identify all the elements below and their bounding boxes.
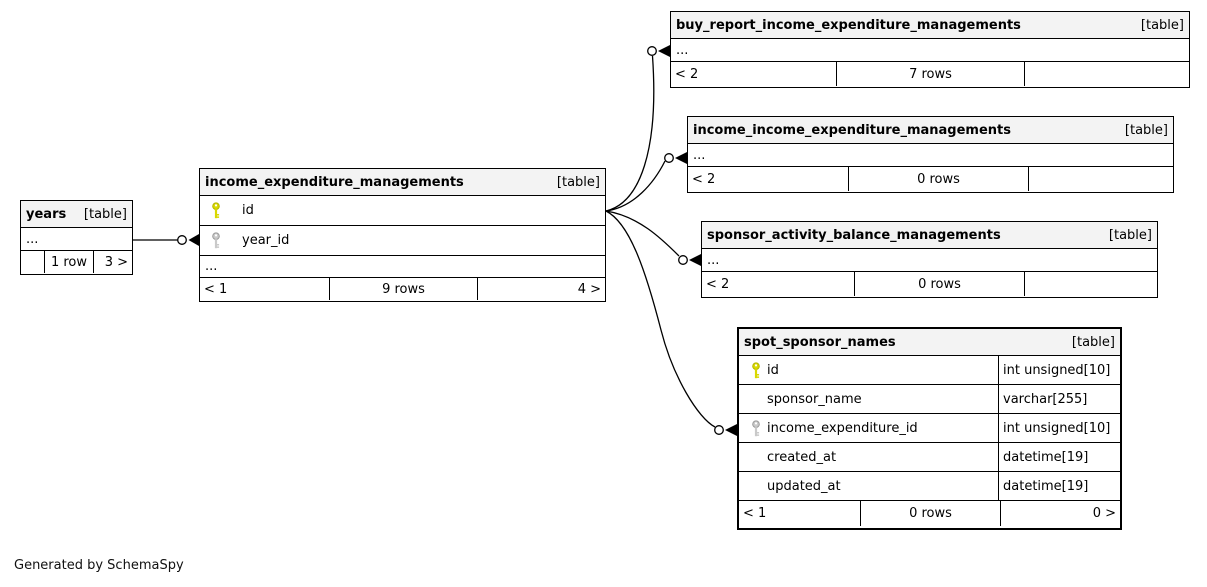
table-tag: [table] (1140, 17, 1184, 33)
footer-right-degree: 4 > (477, 278, 605, 300)
column-row: year_id (200, 226, 605, 256)
column-row: income_expenditure_id int unsigned[10] (739, 414, 1120, 443)
footer-row-count: 0 rows (854, 272, 1024, 296)
footer-row-count: 0 rows (848, 167, 1028, 191)
ellipsis-label: ... (707, 252, 720, 268)
column-type: datetime[19] (998, 472, 1120, 500)
table-income-expenditure-managements[interactable]: income_expenditure_managements [table] id y… (199, 168, 606, 302)
column-row: id (200, 196, 605, 226)
column-name: id (242, 203, 254, 218)
footer-left-degree: < 1 (743, 506, 767, 521)
footer-left-degree (21, 251, 44, 273)
empty-icon-slot (750, 449, 763, 466)
empty-icon-slot (750, 478, 763, 495)
ellipsis-label: ... (676, 42, 689, 58)
table-name[interactable]: income_income_expenditure_managements (693, 122, 1011, 138)
zero-circle-marker (678, 255, 688, 265)
table-header: sponsor_activity_balance_managements [tab… (702, 222, 1157, 249)
table-income-income-expenditure-managements[interactable]: income_income_expenditure_managements [ta… (687, 116, 1174, 193)
table-tag: [table] (556, 174, 600, 190)
crowfoot-arrow-marker (658, 45, 670, 57)
footer-right-degree (1028, 167, 1173, 191)
table-footer: < 2 0 rows (702, 272, 1157, 296)
column-name: sponsor_name (767, 391, 862, 407)
column-type: int unsigned[10] (998, 356, 1120, 384)
table-footer: < 2 0 rows (688, 167, 1173, 191)
table-tag: [table] (1071, 334, 1115, 350)
footer-right-degree: 3 > (93, 251, 132, 273)
table-name[interactable]: buy_report_income_expenditure_management… (676, 17, 1021, 33)
zero-circle-marker (177, 235, 187, 245)
footer-row-count: 1 row (44, 251, 93, 273)
zero-circle-marker (647, 46, 657, 56)
column-name: created_at (767, 449, 837, 465)
table-footer: < 2 7 rows (671, 62, 1189, 86)
footer-row-count: 7 rows (836, 62, 1024, 86)
table-sponsor-activity-balance-managements[interactable]: sponsor_activity_balance_managements [tab… (701, 221, 1158, 298)
table-name[interactable]: sponsor_activity_balance_managements (707, 227, 1001, 243)
column-row: updated_at datetime[19] (739, 472, 1120, 501)
ellipsis-label: ... (205, 259, 218, 274)
crowfoot-arrow-marker (675, 152, 687, 164)
table-tag: [table] (1124, 122, 1168, 138)
ellipsis-label: ... (693, 147, 706, 163)
footer-right-degree (1024, 62, 1189, 86)
table-header: spot_sponsor_names [table] (739, 329, 1120, 356)
table-buy-report-income-expenditure-managements[interactable]: buy_report_income_expenditure_management… (670, 11, 1190, 88)
empty-icon-slot (750, 391, 763, 408)
zero-circle-marker (664, 153, 674, 163)
footer-right-degree: 0 > (1000, 501, 1120, 526)
footer-row-count: 0 rows (860, 501, 1000, 526)
table-header: income_expenditure_managements [table] (200, 169, 605, 196)
table-name[interactable]: spot_sponsor_names (744, 334, 896, 350)
relationship-edge (605, 210, 680, 257)
footer-left-degree: < 2 (675, 66, 699, 82)
ellipsis-row: ... (200, 256, 605, 278)
generated-by-note: Generated by SchemaSpy (14, 558, 184, 573)
footer-left-degree: < 2 (692, 171, 716, 187)
primary-key-icon (750, 361, 763, 379)
column-type: varchar[255] (998, 385, 1120, 413)
table-header: income_income_expenditure_managements [ta… (688, 117, 1173, 144)
table-header: years [table] (21, 201, 132, 228)
table-spot-sponsor-names[interactable]: spot_sponsor_names [table] id int unsigned[… (737, 327, 1122, 530)
primary-key-icon (210, 202, 223, 219)
table-name[interactable]: years (26, 206, 67, 222)
ellipsis-row: ... (21, 228, 132, 251)
ellipsis-row: ... (702, 249, 1157, 272)
column-row: sponsor_name varchar[255] (739, 385, 1120, 414)
column-row: created_at datetime[19] (739, 443, 1120, 472)
crowfoot-arrow-marker (689, 254, 701, 266)
column-name: year_id (242, 233, 290, 248)
foreign-key-icon (750, 419, 763, 437)
column-name: id (767, 362, 779, 378)
foreign-key-icon (210, 232, 223, 249)
ellipsis-row: ... (688, 144, 1173, 167)
relationship-edge (605, 160, 666, 212)
footer-left-degree: < 1 (204, 281, 228, 297)
relationship-edge (605, 210, 716, 428)
column-row: id int unsigned[10] (739, 356, 1120, 385)
table-tag: [table] (1108, 227, 1152, 243)
column-type: datetime[19] (998, 443, 1120, 471)
column-name: updated_at (767, 478, 841, 494)
table-name[interactable]: income_expenditure_managements (205, 174, 464, 190)
column-type: int unsigned[10] (998, 414, 1120, 442)
crowfoot-arrow-marker (725, 424, 737, 436)
ellipsis-label: ... (26, 231, 39, 247)
table-tag: [table] (83, 206, 127, 222)
table-header: buy_report_income_expenditure_management… (671, 12, 1189, 39)
crowfoot-arrow-marker (188, 234, 199, 246)
zero-circle-marker (714, 425, 724, 435)
relationship-edge (605, 55, 655, 212)
ellipsis-row: ... (671, 39, 1189, 62)
footer-right-degree (1024, 272, 1157, 296)
footer-left-degree: < 2 (706, 276, 730, 292)
column-name: income_expenditure_id (767, 420, 918, 436)
footer-row-count: 9 rows (329, 278, 477, 300)
